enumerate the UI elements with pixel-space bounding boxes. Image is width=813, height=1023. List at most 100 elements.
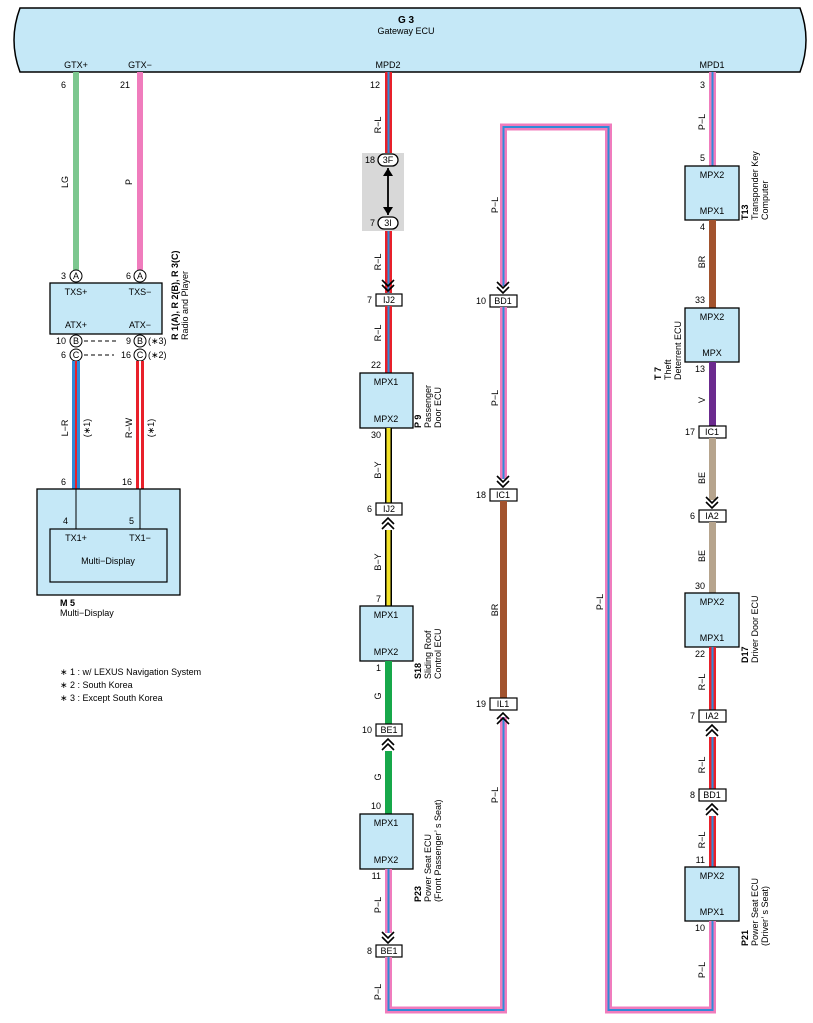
front-seat-mpx2: MPX2 (374, 855, 399, 865)
wire-br-right (709, 220, 716, 308)
gateway-ecu-name: Gateway ECU (377, 26, 434, 36)
pin-21-gtx: 21 (120, 80, 130, 90)
connector-ij2-top-label: IJ2 (383, 295, 395, 305)
theft-code: T 7 (653, 367, 663, 380)
wire-pl-mid-2-stripe (502, 307, 505, 479)
pin-10-bd1-mid: 10 (476, 296, 486, 306)
chevron-bd1-mid (496, 281, 510, 295)
transponder-name2: Computer (760, 180, 770, 220)
wire-label-rl-right-1: R−L (697, 674, 707, 691)
wire-by-1-stripe (386, 428, 391, 503)
transponder-mpx1: MPX1 (700, 206, 725, 216)
transponder-code: T13 (740, 204, 750, 220)
pin-11-p21: 11 (696, 855, 705, 865)
pin-22-d17: 22 (695, 649, 705, 659)
pin-label-mpd2: MPD2 (375, 60, 400, 70)
wire-be-2 (709, 522, 716, 593)
wire-pl-center-1-stripe (387, 869, 390, 933)
pin-5-md: 5 (129, 516, 134, 526)
connector-bd1-right-label: BD1 (703, 790, 721, 800)
note-2: ∗ 2 : South Korea (60, 680, 133, 690)
driver-seat-mpx2: MPX2 (700, 871, 725, 881)
pin-7-3i: 7 (370, 218, 375, 228)
wire-p (137, 72, 143, 270)
wire-rl-right-2-stripe (711, 737, 714, 789)
pin-6-gtx: 6 (61, 80, 66, 90)
wire-label-pl-center-2: P−L (373, 984, 383, 1000)
wire-label-pl-right-2: P−L (697, 962, 707, 978)
wire-g-1 (385, 661, 392, 724)
front-seat-code: P23 (413, 886, 423, 902)
wire-label-rl-1: R−L (373, 117, 383, 134)
pin-18-3f: 18 (365, 155, 375, 165)
wire-label-pl-center-1: P−L (373, 897, 383, 913)
chevron-be1-top (381, 737, 395, 751)
wire-label-pl-mid-3: P−L (490, 787, 500, 803)
wire-label-v: V (697, 397, 707, 403)
driver-door-name1: Driver Door ECU (750, 595, 760, 663)
wire-be-1 (709, 438, 716, 500)
multi-display-code: M 5 (60, 598, 75, 608)
multi-display-inner-box (49, 528, 168, 583)
pin-3-mpd1: 3 (700, 80, 705, 90)
chevron-ia2-top (705, 496, 719, 510)
connector-bd1-mid-label: BD1 (494, 296, 512, 306)
connector-a-right (133, 269, 147, 283)
passenger-door-name1: Passenger (423, 385, 433, 428)
radio-atx-minus: ATX− (129, 320, 151, 330)
wire-pl-loop-b-stripe (502, 126, 714, 1011)
wire-label-lr: L−R (60, 419, 70, 436)
wire-lg (73, 72, 79, 270)
pin-6-ij2: 6 (367, 504, 372, 514)
pin-18-ic1: 18 (476, 490, 486, 500)
pin-4-md: 4 (63, 516, 68, 526)
pin-30-p9: 30 (371, 430, 381, 440)
mark-2: (∗2) (148, 350, 167, 360)
theft-name1: Theft (663, 359, 673, 380)
gateway-ecu-banner (13, 7, 807, 73)
wire-v (709, 362, 716, 426)
wire-label-pl-right-1: P−L (697, 114, 707, 130)
connector-b-right (133, 334, 147, 348)
md-tx1-plus: TX1+ (65, 533, 87, 543)
pin-label-gtx-minus: GTX− (128, 60, 152, 70)
transponder-box (684, 165, 740, 221)
wire-rl-right-1-stripe (711, 647, 714, 710)
radio-txs-plus: TXS+ (65, 287, 88, 297)
pin-17-ic1: 17 (685, 427, 695, 437)
driver-seat-mpx1: MPX1 (700, 907, 725, 917)
wire-label-br-right: BR (697, 255, 707, 268)
connector-il1 (489, 697, 518, 711)
pin-10-p23: 10 (371, 801, 381, 811)
pin-7-ia2: 7 (690, 711, 695, 721)
radio-box (49, 282, 163, 335)
wire-label-br-mid: BR (490, 603, 500, 616)
connector-b-left-label: B (73, 336, 79, 346)
pin-10-be1: 10 (362, 725, 372, 735)
connector-b-right-label: B (137, 336, 143, 346)
junction-3i (377, 216, 399, 230)
sliding-roof-name2: Control ECU (433, 628, 443, 679)
theft-name2: Deterrent ECU (673, 321, 683, 380)
pin-16-radio: 16 (121, 350, 131, 360)
pin-label-mpd1: MPD1 (699, 60, 724, 70)
front-seat-mpx1: MPX1 (374, 818, 399, 828)
front-seat-name1: Power Seat ECU (423, 834, 433, 902)
transponder-name1: Transponder Key (750, 151, 760, 220)
wire-by-2-stripe (386, 530, 391, 606)
wire-label-rw: R−W (124, 417, 134, 438)
pin-5-t13: 5 (700, 153, 705, 163)
pin-16-md: 16 (122, 477, 132, 487)
pin-9-radio: 9 (126, 336, 131, 346)
chevron-ic1-mid (496, 475, 510, 489)
wire-label-lg: LG (60, 176, 70, 188)
junction-3f-label: 3F (383, 155, 394, 165)
wire-pl-loop-a-stripe (387, 717, 505, 1011)
wire-pl-right-1-stripe (711, 72, 714, 166)
junction-arrow-down (383, 207, 393, 215)
connector-a-left (69, 269, 83, 283)
connector-a-right-label: A (137, 271, 143, 281)
pin-8-bd1: 8 (690, 790, 695, 800)
connector-bd1-right (698, 788, 727, 802)
